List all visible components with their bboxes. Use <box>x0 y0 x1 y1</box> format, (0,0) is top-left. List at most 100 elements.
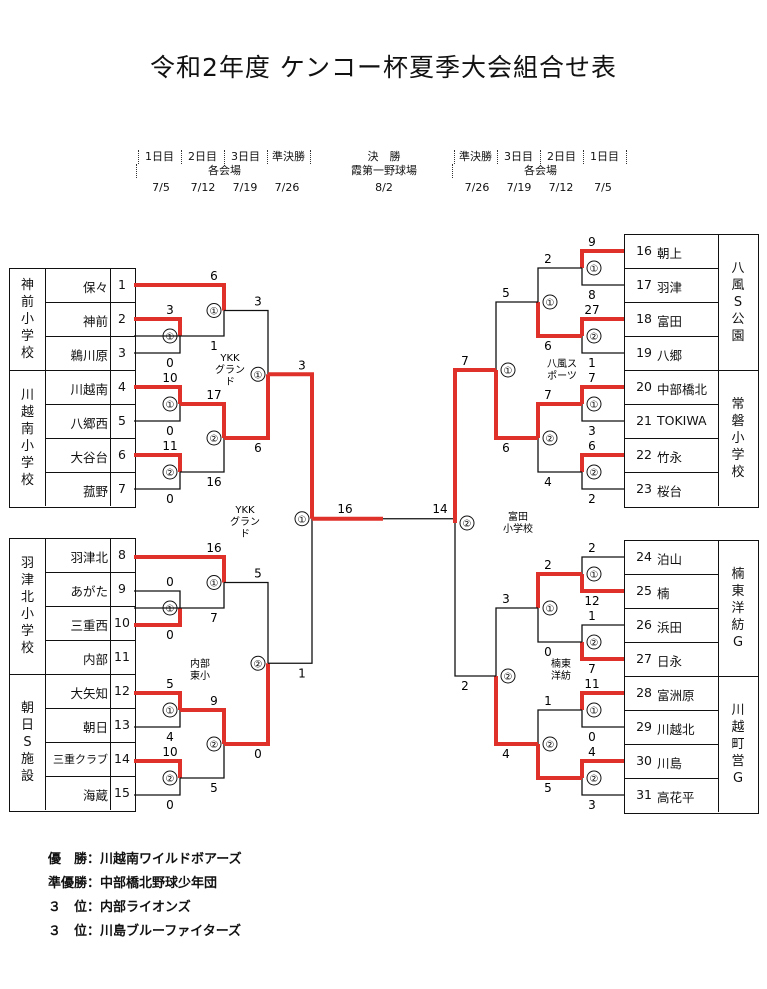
team-number: 3 <box>118 345 126 360</box>
match-right-r3 <box>495 607 538 676</box>
result-third-1: ３ 位：内部ライオンズ <box>48 900 191 915</box>
header-final-date: 8/2 <box>375 181 393 194</box>
game-marker <box>162 464 178 480</box>
match-right-r2 <box>537 438 582 473</box>
score-label: 14 <box>432 502 447 516</box>
header-date: 7/26 <box>464 181 490 194</box>
game-marker <box>206 736 222 752</box>
left-sep-col2 <box>110 268 111 506</box>
match-right-r3 <box>494 676 538 746</box>
team-name: 大矢知 <box>70 686 108 701</box>
game-marker-number: ② <box>590 468 599 479</box>
game-marker <box>206 430 222 446</box>
game-marker-number: ① <box>166 332 175 343</box>
score-label: 10 <box>162 745 177 759</box>
team-name: 八郷 <box>657 348 683 363</box>
match-right-r1 <box>581 778 624 796</box>
team-name: 竹永 <box>657 450 683 465</box>
right-group-label: 常磐小学校 <box>731 396 745 480</box>
header-date: 7/5 <box>152 181 170 194</box>
team-row-divider <box>624 472 718 473</box>
team-row-divider <box>624 744 718 745</box>
game-marker <box>542 294 558 310</box>
score-label: 4 <box>502 747 510 761</box>
score-label: 11 <box>162 439 177 453</box>
match-left-r2 <box>134 310 225 337</box>
team-number: 23 <box>636 481 652 496</box>
team-number: 11 <box>114 649 130 664</box>
team-name: 川越南 <box>70 382 108 397</box>
match-right-r2 <box>537 709 582 744</box>
match-right-r1 <box>580 574 624 593</box>
score-label: 0 <box>166 575 174 589</box>
match-left-r3 <box>224 663 270 746</box>
game-marker-number: ① <box>166 400 175 411</box>
left-group-label: 川越南小学校 <box>20 388 34 488</box>
team-name: 高花平 <box>657 790 695 805</box>
score-label: 8 <box>588 288 596 302</box>
score-label: 17 <box>206 388 221 402</box>
game-marker <box>586 464 602 480</box>
venue-note: 楠東 <box>551 657 571 670</box>
match-left-r1 <box>134 385 182 404</box>
match-left-r2 <box>180 708 226 744</box>
venue-note: 富田 <box>508 510 528 523</box>
team-row-divider <box>45 404 135 405</box>
team-number: 4 <box>118 379 126 394</box>
team-number: 16 <box>636 243 652 258</box>
match-right-r1 <box>580 249 624 268</box>
left-group-label: 神前小学校 <box>20 277 34 361</box>
score-label: 1 <box>588 356 596 370</box>
match-left-r1 <box>134 336 181 354</box>
game-marker <box>500 668 516 684</box>
score-label: 4 <box>166 730 174 744</box>
match-right-r2 <box>536 402 582 438</box>
team-number: 20 <box>636 379 652 394</box>
game-marker-number: ② <box>166 468 175 479</box>
team-name: 中部橋北 <box>657 382 708 397</box>
score-label: 0 <box>254 747 262 761</box>
game-marker-number: ② <box>590 332 599 343</box>
game-marker <box>294 511 310 527</box>
score-label: 5 <box>544 781 552 795</box>
match-right-r1 <box>581 268 624 286</box>
match-left-sf <box>268 518 313 664</box>
game-marker-number: ① <box>210 307 219 318</box>
team-number: 25 <box>636 583 652 598</box>
match-left-r1 <box>134 691 182 710</box>
score-label: 3 <box>166 303 174 317</box>
score-label: 7 <box>588 662 596 676</box>
header-date: 7/26 <box>274 181 300 194</box>
team-number: 1 <box>118 277 126 292</box>
venue-note: YKK <box>234 505 255 516</box>
match-left-r2 <box>180 744 225 779</box>
header-day: 3日目 <box>496 150 540 164</box>
team-number: 31 <box>636 787 652 802</box>
team-number: 13 <box>114 717 130 732</box>
left-sep-col1 <box>45 268 46 506</box>
match-right-r3 <box>495 301 538 370</box>
match-right-r1 <box>580 385 624 404</box>
match-right-r1 <box>581 404 624 422</box>
score-label: 3 <box>502 592 510 606</box>
game-marker <box>586 396 602 412</box>
game-marker-number: ① <box>590 570 599 581</box>
score-label: 16 <box>337 502 352 516</box>
match-left-r2 <box>134 555 226 583</box>
team-row-divider <box>624 336 718 337</box>
score-label: 16 <box>206 475 221 489</box>
team-name: 三重西 <box>70 618 108 633</box>
game-marker-number: ① <box>210 579 219 590</box>
score-label: 5 <box>254 567 262 581</box>
team-number: 30 <box>636 753 652 768</box>
game-marker <box>250 655 266 671</box>
team-row-divider <box>624 710 718 711</box>
score-label: 2 <box>544 558 552 572</box>
match-left-sf <box>268 372 314 519</box>
game-marker-number: ② <box>546 740 555 751</box>
score-label: 3 <box>298 358 306 372</box>
game-marker-number: ① <box>590 264 599 275</box>
game-marker-number: ② <box>590 774 599 785</box>
team-number: 22 <box>636 447 652 462</box>
match-left-r2 <box>180 438 225 473</box>
